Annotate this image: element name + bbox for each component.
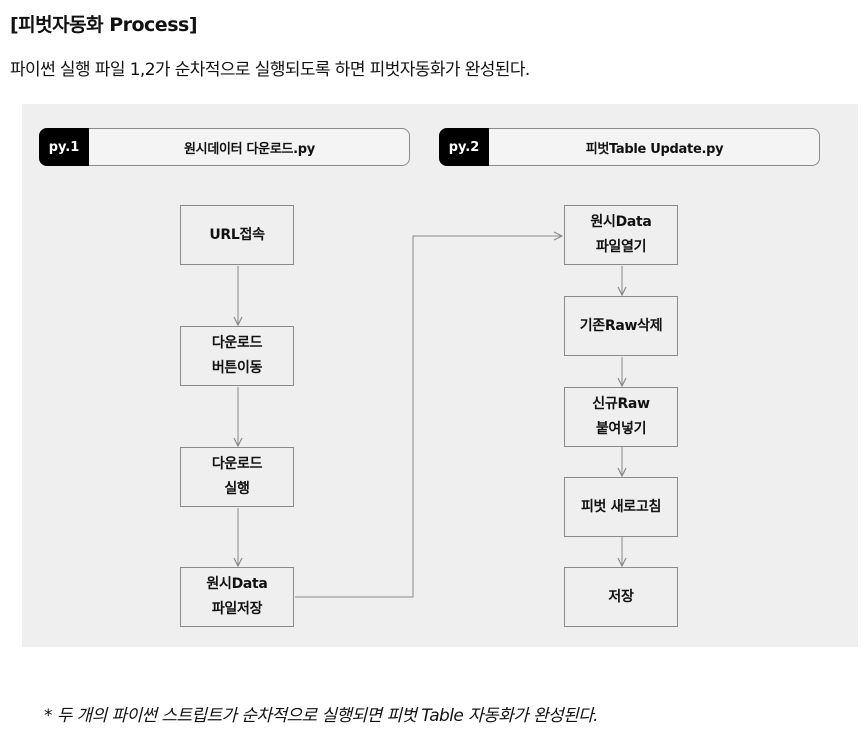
- script2-badge: py.2: [439, 128, 489, 166]
- page-subtitle: 파이썬 실행 파일 1,2가 순차적으로 실행되도록 하면 피벗자동화가 완성된…: [10, 60, 530, 80]
- step-label-line1: 저장: [608, 588, 634, 605]
- step-open-raw-file: 원시Data 파일열기: [564, 205, 678, 265]
- page-heading: [피벗자동화 Process]: [10, 14, 198, 36]
- step-run-download: 다운로드 실행: [180, 447, 294, 507]
- script2-file-name: 피벗Table Update.py: [585, 141, 724, 157]
- process-panel: [22, 104, 858, 647]
- step-move-download-button: 다운로드 버튼이동: [180, 326, 294, 386]
- arrow-script-link: [295, 236, 562, 598]
- step-label-line1: 다운로드: [211, 335, 263, 351]
- step-refresh-pivot: 피벗 새로고침: [564, 477, 678, 537]
- step-label-line1: 기존Raw삭제: [579, 317, 663, 334]
- step-paste-new-raw: 신규Raw 붙여넣기: [564, 387, 678, 447]
- footnote: * 두 개의 파이썬 스트립트가 순차적으로 실행되면 피벗 Table 자동화…: [44, 706, 599, 726]
- step-label-line1: 신규Raw: [592, 396, 650, 412]
- step-label-line2: 파일열기: [595, 239, 647, 255]
- script1-badge: py.1: [39, 128, 89, 166]
- step-url-access: URL접속: [180, 205, 294, 265]
- step-save-raw-file: 원시Data 파일저장: [180, 567, 294, 627]
- step-label-line1: 원시Data: [590, 214, 652, 230]
- step-label-line2: 파일저장: [211, 601, 263, 617]
- step-label-line1: 원시Data: [206, 576, 268, 592]
- step-save: 저장: [564, 567, 678, 627]
- step-label-line2: 붙여넣기: [595, 421, 647, 437]
- step-label-line1: 다운로드: [211, 456, 263, 472]
- step-delete-old-raw: 기존Raw삭제: [564, 296, 678, 356]
- script2-header: py.2 피벗Table Update.py: [439, 128, 820, 166]
- step-label-line1: URL접속: [209, 226, 265, 243]
- step-label-line1: 피벗 새로고침: [580, 498, 662, 515]
- step-label-line2: 실행: [224, 481, 250, 497]
- script1-header: py.1 원시데이터 다운로드.py: [39, 128, 410, 166]
- script1-file-name: 원시데이터 다운로드.py: [184, 141, 315, 157]
- step-label-line2: 버튼이동: [211, 360, 263, 376]
